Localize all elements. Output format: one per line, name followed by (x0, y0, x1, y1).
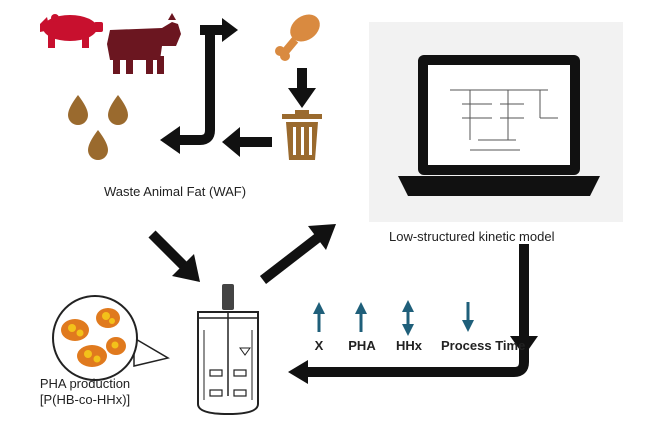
arrow-fat-to-reactor (148, 230, 200, 282)
variable-arrow-process-time (462, 302, 474, 332)
variable-x-label: X (314, 338, 324, 353)
model-scheme (450, 89, 558, 151)
pha-callout-pointer (133, 336, 170, 367)
kinetic-model-label: Low-structured kinetic model (389, 229, 555, 244)
pha-production-line2: [P(HB-co-HHx)] (39, 392, 131, 407)
pha-granule-icon (52, 295, 138, 381)
laptop-icon (398, 55, 600, 196)
variable-arrow-hhx (402, 300, 414, 336)
arrow-reactor-to-model (259, 224, 336, 284)
cow-icon (107, 13, 181, 74)
variable-process-time-label: Process Time (441, 338, 526, 353)
fat-droplet-icon (68, 95, 128, 160)
pha-production-line1: PHA production (39, 376, 131, 391)
arrow-animals-loop (160, 18, 238, 154)
arrow-trash-to-fat (222, 127, 272, 157)
variable-hhx-label: HHx (395, 338, 422, 353)
bioreactor-icon (197, 284, 259, 416)
pig-icon (40, 14, 103, 48)
variable-pha-label: PHA (348, 338, 376, 353)
arrow-model-to-reactor (288, 244, 538, 384)
variable-arrow-x (313, 302, 325, 332)
chicken-leg-icon (275, 14, 320, 61)
waste-animal-fat-label: Waste Animal Fat (WAF) (104, 184, 247, 199)
pha-production-label: PHA production [P(HB-co-HHx)] (30, 376, 140, 408)
arrow-chicken-to-trash (288, 68, 316, 108)
trash-can-icon (282, 110, 322, 160)
variable-arrow-pha (355, 302, 367, 332)
